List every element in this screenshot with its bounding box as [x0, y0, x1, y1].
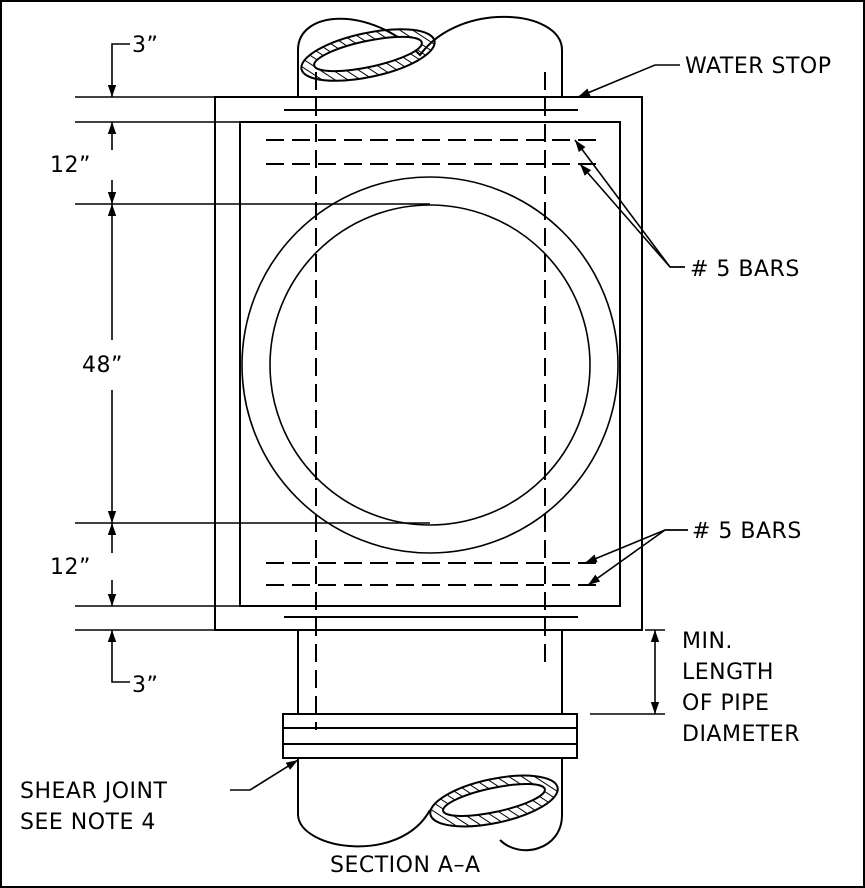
- bars-upper-label: # 5 BARS: [690, 257, 800, 282]
- pipe-bottom-cap: [297, 809, 563, 852]
- pipe: [297, 15, 563, 852]
- water-stop-label: WATER STOP: [685, 54, 832, 79]
- pipe-top-cut: [300, 28, 436, 82]
- min-length-line-4: DIAMETER: [682, 722, 800, 747]
- min-length-line-1: MIN.: [682, 629, 733, 654]
- shear-joint-band: [282, 713, 578, 759]
- dim-top-band: 12”: [50, 153, 91, 178]
- water-stop-leader: [577, 64, 680, 98]
- bars-upper-leader-1: [574, 139, 685, 268]
- collar-outer: [214, 96, 643, 631]
- concrete-collar: [214, 96, 643, 631]
- dimension-chain: [75, 43, 430, 683]
- shear-joint-leader: [230, 759, 299, 791]
- dim-top-offset: 3”: [132, 33, 158, 58]
- min-length-line-3: OF PIPE: [682, 691, 769, 716]
- bars-lower-leader-1: [584, 529, 688, 564]
- dim-bottom-offset: 3”: [132, 673, 158, 698]
- bars-lower-label: # 5 BARS: [692, 519, 802, 544]
- pipe-bottom-cut: [429, 774, 559, 828]
- dim-middle: 48”: [82, 353, 123, 378]
- bars-upper-leader-2: [579, 163, 685, 268]
- opening-inner-circle: [269, 204, 591, 526]
- min-length-line-2: LENGTH: [682, 660, 774, 685]
- collar-inner: [239, 121, 621, 607]
- shear-joint-line-2: SEE NOTE 4: [20, 810, 156, 835]
- opening-outer-circle: [241, 176, 619, 554]
- dim-bottom-band: 12”: [50, 555, 91, 580]
- section-title: SECTION A–A: [330, 853, 481, 878]
- bars-lower-leader-2: [587, 529, 688, 586]
- shear-joint-line-1: SHEAR JOINT: [20, 779, 167, 804]
